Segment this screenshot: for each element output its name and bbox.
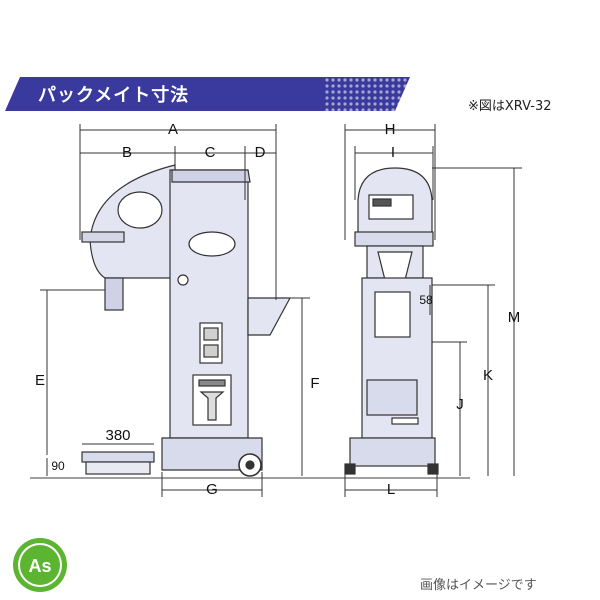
- dim-label-b: B: [122, 144, 132, 161]
- machine-base: [161, 437, 263, 471]
- front-base: [349, 437, 436, 467]
- dim-label-90: 90: [51, 459, 65, 473]
- front-vent: [366, 379, 418, 416]
- scale-plate: [81, 451, 155, 463]
- dim-label-h: H: [385, 121, 396, 138]
- dim-label-l: L: [387, 481, 395, 498]
- dim-label-i: I: [391, 144, 395, 161]
- section-banner: [5, 77, 410, 111]
- dim-label-g: G: [206, 481, 218, 498]
- dim-label-j: J: [456, 396, 464, 413]
- dim-label-f: F: [310, 375, 319, 392]
- image-disclaimer: 画像はイメージです: [420, 578, 537, 593]
- dim-label-m: M: [508, 309, 521, 326]
- logo-text: As: [28, 556, 51, 576]
- discharge-chute: [247, 297, 292, 336]
- dim-label-d: D: [255, 144, 266, 161]
- side-spout: [104, 277, 124, 311]
- front-door: [374, 291, 411, 338]
- dim-label-c: C: [205, 144, 216, 161]
- dim-label-a: A: [168, 121, 178, 138]
- machine-top: [171, 169, 251, 183]
- page-title: パックメイト寸法: [38, 85, 190, 106]
- as-logo: As: [13, 538, 67, 592]
- body-window: [188, 231, 236, 257]
- dimension-diagram: A B C D E F G 380 90 H I M K J L 58: [30, 121, 522, 498]
- hopper-window: [117, 191, 163, 229]
- dim-label-58: 58: [419, 293, 433, 307]
- dim-label-k: K: [483, 367, 493, 384]
- dim-label-380: 380: [105, 427, 130, 444]
- dim-label-e: E: [35, 372, 45, 389]
- hopper-lip: [81, 231, 125, 243]
- model-note: ※図はXRV-32: [468, 99, 552, 114]
- front-neck: [354, 231, 434, 247]
